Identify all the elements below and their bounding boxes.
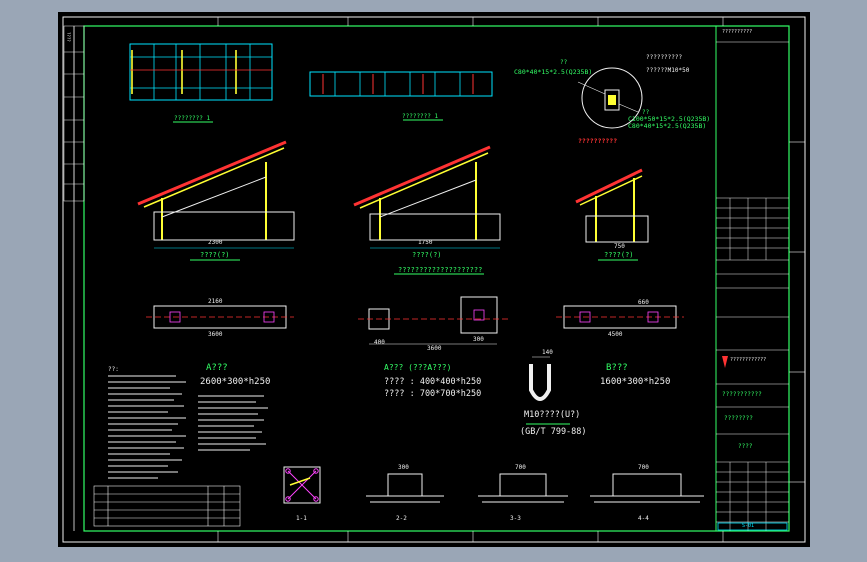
foundation-b-dim-1: 4500 <box>608 331 623 338</box>
cad-drawing-sheet[interactable]: ???????? 1 ???????? 1 ?? C80*40*15*2.5(Q… <box>58 12 810 547</box>
array-plan-2 <box>309 71 493 121</box>
section-4-4-label: 4-4 <box>638 515 649 522</box>
detail-spec-mid-2: C80*40*15*2.5(Q235B) <box>628 122 707 130</box>
drawing-number-box <box>717 522 788 531</box>
foundation-b-label: B??? <box>606 363 628 373</box>
detail-spec-bolt: ??????M10*50 <box>646 67 690 74</box>
plan-2-title: ???????? 1 <box>402 113 439 120</box>
purlin-detail <box>577 67 643 129</box>
foundation-a-label: A??? <box>206 363 228 373</box>
margin-label: ???? <box>66 32 71 42</box>
foundation-a2-dim-1: 400 <box>374 339 385 346</box>
foundation-b <box>556 305 684 329</box>
foundation-b-spec: 1600*300*h250 <box>600 377 671 387</box>
section-b-title: ????(?) <box>412 251 442 259</box>
company-name: ???????????? <box>730 357 767 363</box>
section-c-title: ????(?) <box>604 251 634 259</box>
drawing-name: ??????????? <box>722 391 762 398</box>
section-1-1 <box>283 466 321 504</box>
foundation-a-dim-1: 2160 <box>208 298 223 305</box>
foundation-a2-spec-1: ???? : 400*400*h250 <box>384 377 482 387</box>
section-a <box>137 140 295 249</box>
detail-label-mid: ?? <box>642 109 650 116</box>
company-logo <box>722 356 728 368</box>
foundation-a2-dim-2: 3600 <box>427 345 442 352</box>
u-bolt-standard: (GB/T 799-88) <box>520 427 587 437</box>
plan-1-title: ???????? 1 <box>174 115 211 122</box>
section-1-1-label: 1-1 <box>296 515 307 522</box>
detail-note: ?????????? <box>578 137 618 145</box>
drawing-number: ???? <box>738 443 753 450</box>
foundation-a <box>146 305 294 329</box>
section-2-2 <box>366 473 444 503</box>
section-caption: ???????????????????? <box>398 266 483 274</box>
frame-ticks <box>217 17 805 542</box>
notes-heading: ??: <box>108 366 119 373</box>
section-c-dim: 750 <box>614 243 625 250</box>
section-c <box>575 168 649 243</box>
detail-spec-right: ?????????? <box>646 54 683 61</box>
array-plan-1 <box>129 43 273 123</box>
foundation-b-dim-2: 660 <box>638 299 649 306</box>
bom-table <box>93 485 241 527</box>
section-2-2-label: 2-2 <box>396 515 407 522</box>
foundation-a2-dim-3: 300 <box>473 336 484 343</box>
detail-spec-top: C80*40*15*2.5(Q235B) <box>514 68 593 76</box>
title-block <box>716 41 789 531</box>
section-2-2-dim: 300 <box>398 464 409 471</box>
section-3-3-dim: 700 <box>515 464 526 471</box>
foundation-a-dim-2: 3600 <box>208 331 223 338</box>
section-4-4 <box>590 473 704 503</box>
u-bolt-dim: 140 <box>542 349 553 356</box>
drawing-subtitle: ???????? <box>724 415 753 422</box>
sheet-code: S-01 <box>742 523 755 529</box>
u-bolt-detail <box>526 356 570 425</box>
outer-border <box>62 16 806 543</box>
project-name: ?????????? <box>722 29 753 35</box>
section-a-dim: 2300 <box>208 239 223 246</box>
general-notes <box>108 375 268 479</box>
u-bolt-label: M10????(U?) <box>524 410 581 420</box>
section-b-dim: 1750 <box>418 239 433 246</box>
section-4-4-dim: 700 <box>638 464 649 471</box>
foundation-a2-label: A??? (???A???) <box>384 363 452 372</box>
section-b <box>353 145 501 249</box>
detail-spec-mid-1: C100*50*15*2.5(Q235B) <box>628 115 711 123</box>
left-revision-block <box>63 25 85 202</box>
detail-label-top: ?? <box>560 59 568 66</box>
section-3-3 <box>478 473 568 503</box>
foundation-a2 <box>358 296 508 345</box>
cad-drawing-canvas <box>62 16 806 543</box>
foundation-a-spec: 2600*300*h250 <box>200 377 271 387</box>
section-3-3-label: 3-3 <box>510 515 521 522</box>
foundation-a2-spec-2: ???? : 700*700*h250 <box>384 389 482 399</box>
inner-frame <box>83 25 790 532</box>
section-a-title: ????(?) <box>200 251 230 259</box>
